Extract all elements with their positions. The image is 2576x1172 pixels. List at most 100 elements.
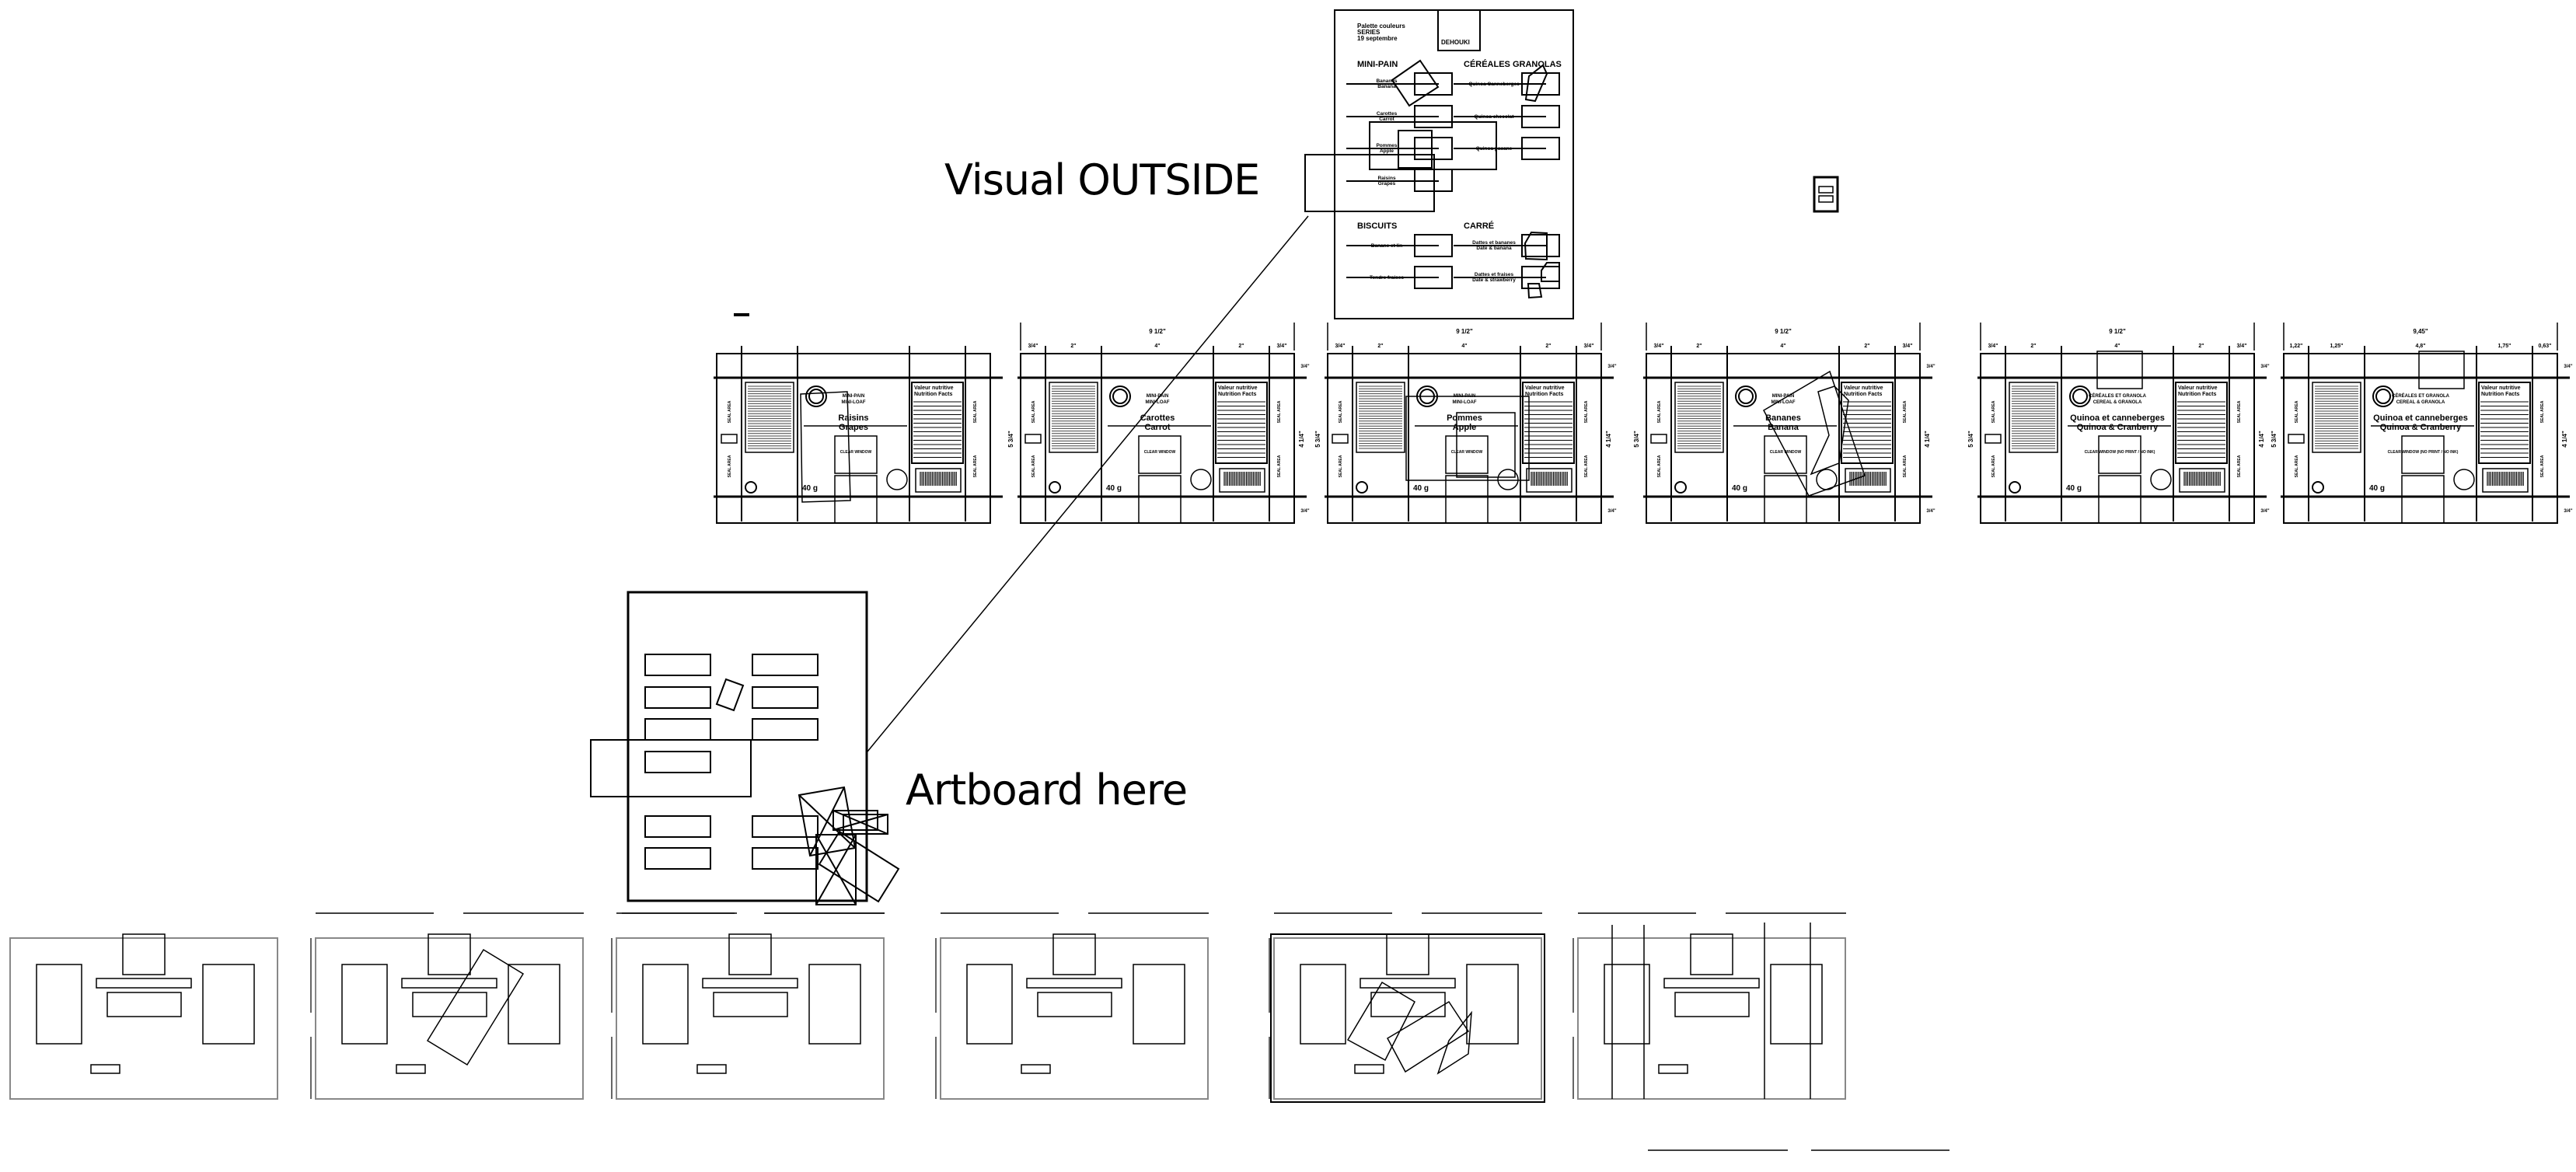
width-dim: 3/4" (1335, 344, 1345, 349)
item-label: Raisins (1377, 176, 1396, 181)
product-category-en: CEREAL & GRANOLA (2396, 400, 2445, 405)
flap-dim-top: 3/4" (1300, 365, 1309, 369)
palette-note-1: Palette couleurs (1357, 23, 1405, 30)
seal-area-label-3: SEAL AREA (973, 400, 978, 423)
bottom-artboards-row (9, 912, 1846, 1103)
product-weight: 40 g (2066, 484, 2082, 493)
width-dim: 4" (1154, 344, 1160, 349)
flap-dim-bottom: 3/4" (1300, 509, 1309, 514)
width-dim: 2" (1238, 344, 1244, 349)
product-category-en: MINI-LOAF (1453, 400, 1477, 405)
bottom-artboard-6[interactable] (1572, 912, 1846, 1100)
dieline-overlays (800, 351, 2465, 503)
nutrition-title-en: Nutrition Facts (1525, 392, 1563, 397)
product-category-fr: MINI-PAIN (1147, 394, 1169, 399)
bottom-artboard-2[interactable] (310, 912, 584, 1100)
palette-note-2: SERIES (1357, 29, 1380, 36)
item-label: Banane et lin (1371, 243, 1402, 249)
seal-area-label-3: SEAL AREA (1903, 400, 1908, 423)
product-category-en: MINI-LOAF (842, 400, 866, 405)
item-label: Carrot (1379, 117, 1394, 122)
seal-area-label-4: SEAL AREA (2540, 455, 2545, 477)
seal-area-label-3: SEAL AREA (1277, 400, 1282, 423)
seal-area-label-3: SEAL AREA (2540, 400, 2545, 423)
panel-height-dim: 4 1/4" (1924, 431, 1931, 448)
product-category-fr: CÉRÉALES ET GRANOLA (2089, 392, 2147, 399)
width-dim: 0,63" (2539, 344, 2552, 349)
seal-area-label-1: SEAL AREA (2295, 400, 2299, 423)
item-label: Pommes (1376, 143, 1397, 148)
nutrition-title-fr: Valeur nutritive (1844, 385, 1883, 391)
bottom-artboard-4[interactable] (935, 912, 1209, 1100)
item-label: Banana (1377, 84, 1396, 89)
seal-area-label-2: SEAL AREA (1657, 455, 1662, 477)
small-badge-artwork[interactable] (1813, 176, 1839, 213)
width-dim: 2" (1545, 344, 1551, 349)
item-label: Date & banana (1476, 246, 1512, 251)
panel-height-dim: 4 1/4" (1298, 431, 1305, 448)
seal-area-label-2: SEAL AREA (2295, 455, 2299, 477)
width-dim: 3/4" (1028, 344, 1038, 349)
item-label: Dattes et fraises (1475, 272, 1514, 277)
visual-outside-label[interactable]: Visual OUTSIDE (944, 155, 1260, 204)
width-dim: 1,22" (2290, 344, 2303, 349)
product-category-fr: CÉRÉALES ET GRANOLA (2392, 392, 2450, 399)
item-label: Quinoa Canneberges (1468, 82, 1520, 87)
seal-area-label-1: SEAL AREA (1339, 400, 1343, 423)
height-dim: 5 3/4" (1967, 431, 1974, 448)
product-name-en: Carrot (1144, 423, 1170, 432)
artboard-layout[interactable] (590, 591, 900, 905)
bottom-artboard-1[interactable] (9, 933, 278, 1100)
width-dim: 2" (1864, 344, 1869, 349)
flap-dim-bottom: 3/4" (1607, 509, 1616, 514)
window-label: CLEAR WINDOW (840, 450, 872, 455)
nutrition-title-fr: Valeur nutritive (1218, 385, 1258, 391)
bottom-artboard-3[interactable] (611, 912, 885, 1100)
artboard-here-label[interactable]: Artboard here (906, 766, 1188, 814)
flap-dim-top: 3/4" (2564, 365, 2572, 369)
product-name-en: Grapes (839, 423, 868, 432)
seal-area-label-4: SEAL AREA (1584, 455, 1589, 477)
palette-sheet-artboard[interactable] (1304, 9, 1574, 319)
height-dim: 5 3/4" (1314, 431, 1321, 448)
total-width-dim: 9 1/2" (2109, 328, 2126, 335)
seal-area-label-1: SEAL AREA (1991, 400, 1996, 423)
flap-dim-bottom: 3/4" (1926, 509, 1935, 514)
height-dim: 5 3/4" (1633, 431, 1640, 448)
seal-area-label-4: SEAL AREA (1277, 455, 1282, 477)
seal-area-label-3: SEAL AREA (1584, 400, 1589, 423)
item-label: Apple (1380, 148, 1394, 154)
panel-height-dim: 4 1/4" (2561, 431, 2568, 448)
section-title-biscuits: BISCUITS (1357, 221, 1397, 231)
width-dim: 3/4" (1653, 344, 1663, 349)
section-title-cereales: CÉRÉALES GRANOLAS (1464, 59, 1562, 69)
item-label: Bananes (1376, 78, 1397, 84)
product-weight: 40 g (1732, 484, 1747, 493)
item-label: Date & strawberry (1472, 277, 1516, 283)
width-dim: 4" (1461, 344, 1467, 349)
width-dim: 2" (2030, 344, 2036, 349)
seal-area-label-4: SEAL AREA (2237, 455, 2242, 477)
seal-area-label-4: SEAL AREA (973, 455, 978, 477)
total-width-dim: 9,45" (2413, 328, 2428, 335)
width-dim: 3/4" (1583, 344, 1593, 349)
seal-area-label-2: SEAL AREA (728, 455, 732, 477)
nutrition-title-en: Nutrition Facts (1844, 392, 1882, 397)
seal-area-label-1: SEAL AREA (1031, 400, 1036, 423)
product-weight: 40 g (802, 484, 818, 493)
bottom-artboard-5[interactable] (1269, 912, 1542, 1100)
total-width-dim: 9 1/2" (1775, 328, 1792, 335)
total-width-dim: 9 1/2" (1149, 328, 1166, 335)
window-label: CLEAR WINDOW (NO PRINT / NO INK) (2388, 450, 2459, 455)
width-dim: 2" (1696, 344, 1702, 349)
product-weight: 40 g (1106, 484, 1122, 493)
item-label: Grapes (1378, 181, 1396, 187)
